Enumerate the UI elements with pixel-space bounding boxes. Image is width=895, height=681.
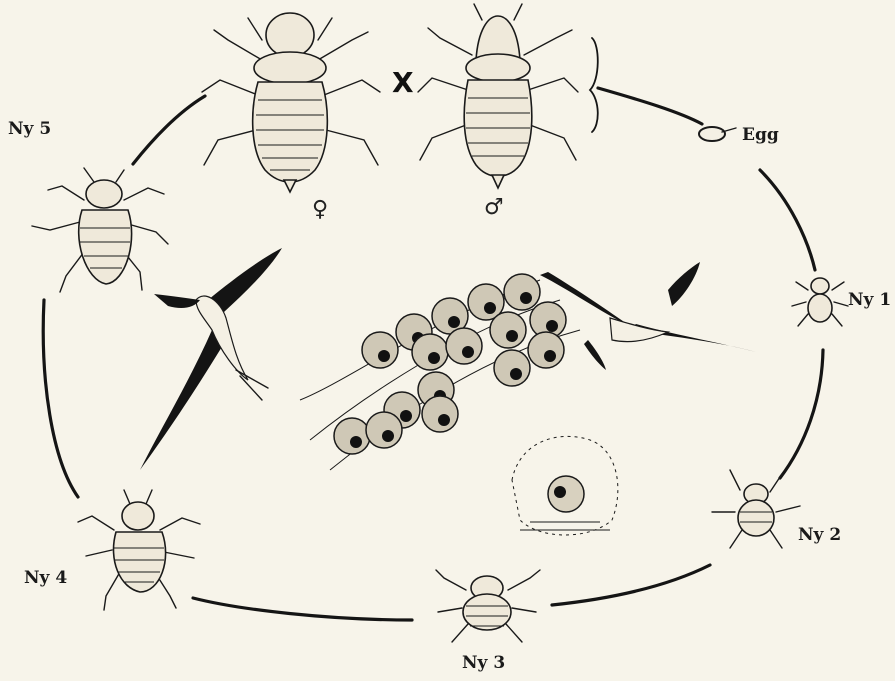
label-ny5: Ny 5 — [8, 119, 51, 139]
arc-ny2-to-ny3 — [552, 565, 710, 605]
label-ny2: Ny 2 — [798, 525, 841, 545]
arc-ny1-to-ny2 — [780, 350, 823, 478]
label-ny1: Ny 1 — [848, 290, 891, 310]
label-ny3: Ny 3 — [462, 653, 505, 673]
swallow-right — [540, 262, 756, 370]
nymph-5-bug — [32, 168, 168, 292]
male-symbol: ♂ — [484, 195, 504, 220]
nymph-1-bug — [792, 278, 848, 326]
arc-egg-to-ny1 — [760, 170, 815, 270]
arc-ny4-to-ny5 — [43, 300, 78, 497]
arc-ny3-to-ny4 — [193, 598, 412, 620]
nymph-4-bug — [78, 490, 200, 610]
adult-male-bug — [418, 4, 578, 188]
label-egg: Egg — [742, 125, 779, 145]
cross-symbol: X — [392, 66, 414, 99]
nymph-3-bug — [436, 570, 540, 642]
label-ny4: Ny 4 — [24, 568, 67, 588]
nymph-2-bug — [712, 470, 800, 548]
mud-nest-colony — [300, 274, 580, 470]
swallow-left — [140, 248, 282, 470]
nest-closeup — [512, 436, 618, 535]
arc-ny5-to-adults — [133, 96, 205, 164]
adult-female-bug — [202, 13, 380, 192]
female-symbol: ♀ — [312, 197, 328, 222]
egg-illustration — [699, 127, 736, 141]
adults-bracket — [590, 38, 598, 132]
arc-adults-to-egg — [598, 88, 702, 124]
